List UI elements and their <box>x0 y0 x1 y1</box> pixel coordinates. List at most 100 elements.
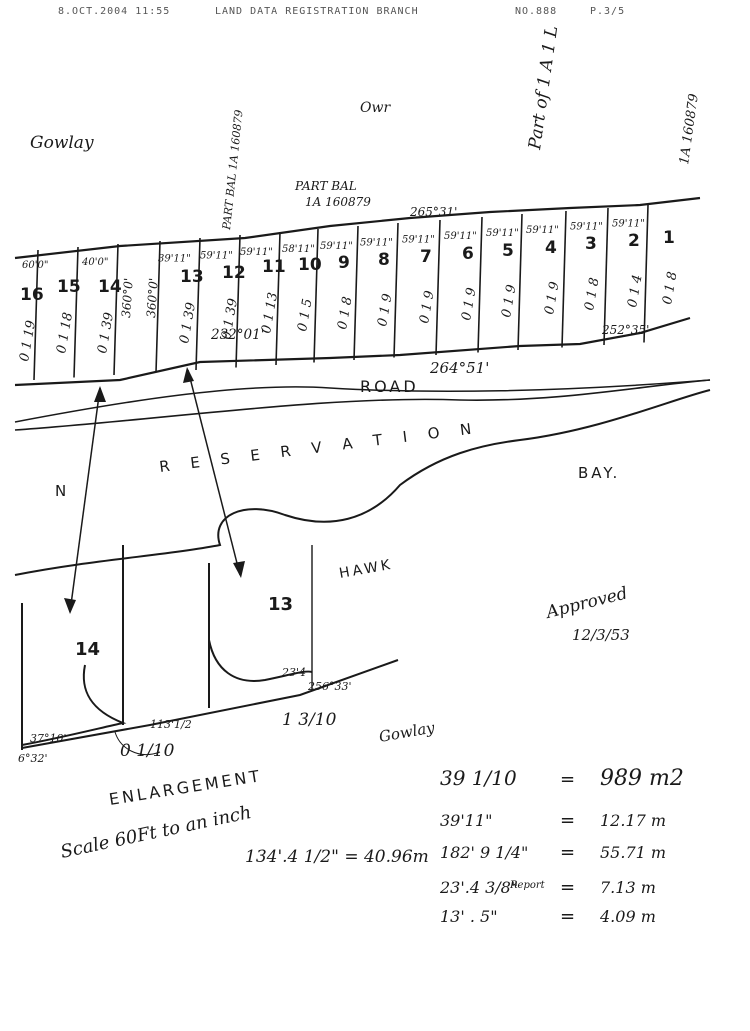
part-bal-ref: 1A 160879 <box>305 195 371 209</box>
fax-number: NO.888 <box>515 6 557 17</box>
calc-line: 23'.4 3/8"=7.13 m <box>439 877 656 898</box>
lot-divider <box>435 219 441 356</box>
lot-number: 15 <box>57 277 81 297</box>
calc-equals: = <box>560 810 575 831</box>
calc-metric: 4.09 m <box>599 907 656 926</box>
calc-imperial: 23'.4 3/8" <box>439 878 518 897</box>
arrowhead-lot-13-top <box>183 367 194 383</box>
calc-line: 13' . 5" = 4.09 m <box>440 906 656 927</box>
lot-number: 11 <box>262 257 286 277</box>
road-bearing-2: 264°51' <box>429 359 489 377</box>
road-centre-line <box>14 379 711 423</box>
lot-divider <box>313 228 319 363</box>
lot-divider <box>477 216 483 353</box>
approved-label: Approved <box>542 583 629 623</box>
calc-imperial: 39 1/10 <box>440 766 517 790</box>
leader-arrow-lot-14 <box>69 387 101 613</box>
lot-divider <box>603 207 609 346</box>
enlargement-lot13-splay <box>208 639 313 682</box>
lot-area: 0 1 5 <box>295 298 316 333</box>
lot-13: 130 1 39 <box>177 267 204 345</box>
lot-area: 0 1 9 <box>542 281 563 316</box>
frontage-label: 59'11" <box>570 222 603 233</box>
scale-label: Scale 60Ft to an inch <box>59 802 254 863</box>
lot-number: 8 <box>378 250 390 270</box>
lot-7: 7 0 1 9 <box>417 247 438 325</box>
lot-area: 0 1 19 <box>17 319 39 362</box>
lot-number: 12 <box>222 263 246 283</box>
lot-number: 6 <box>462 244 474 264</box>
part-bal-vertical: PART BAL 1A 160879 <box>220 109 246 231</box>
enlargement-lot-14-number: 14 <box>75 639 100 660</box>
road-label: ROAD <box>360 377 419 396</box>
lot-divider <box>275 231 281 366</box>
lot-area: 0 1 9 <box>375 293 396 328</box>
frontage-label: 59'11" <box>486 228 519 239</box>
lot-5: 50 1 9 <box>499 241 520 319</box>
enlargement-frontage-line <box>21 659 399 749</box>
conversion-note: 134'.4 1/2" = 40.96m <box>245 847 429 867</box>
enlargement-lot14-bearing: 37°10' <box>30 732 67 745</box>
frontage-label: 39'11" <box>158 254 191 265</box>
depth-label-2: 360°0' <box>144 277 161 318</box>
road-bearing-3: 252°35' <box>601 323 649 337</box>
lot-10: 10 0 1 5 <box>295 255 322 333</box>
part-bal-label: PART BAL <box>294 179 357 193</box>
lot-number: 7 <box>420 247 432 267</box>
enlargement-lot13-bearing: 256°33' <box>307 680 352 693</box>
reservation: R E S E R V A T I O N N BAY. <box>14 389 711 576</box>
reservation-left-fragment: N <box>55 482 66 500</box>
frontage-label: 59'11" <box>320 241 353 252</box>
calc-metric: 7.13 m <box>600 878 656 897</box>
owner-top-label: Owr <box>360 100 391 116</box>
lot-area: 0 1 4 <box>625 274 646 309</box>
lot-divider <box>235 234 241 368</box>
enlargement-lot13-area: 1 3/10 <box>282 710 337 730</box>
lot-divider <box>353 225 359 361</box>
approval-stamp: Approved 12/3/53 Gowlay <box>378 583 630 746</box>
lot-area: 0 1 9 <box>459 287 480 322</box>
lot-area: 0 1 39 <box>177 301 199 344</box>
frontage-label: 59'11" <box>444 231 477 242</box>
enlargement-lot13-frontage: 23'4 <box>281 666 306 679</box>
fax-page: P.3/5 <box>590 6 625 17</box>
lot-area: 0 1 9 <box>417 290 438 325</box>
lot-divider <box>195 237 201 371</box>
signature: Gowlay <box>378 718 437 746</box>
calc-equals: = <box>560 842 575 863</box>
enlargement-lot14-area: 0 1/10 <box>120 741 175 761</box>
lot-number: 1 <box>663 228 675 248</box>
lot-number: 9 <box>338 253 350 273</box>
lot-area: 0 1 18 <box>54 311 76 354</box>
lot-number: 10 <box>298 255 322 275</box>
frontage-label: 40'0" <box>81 257 108 268</box>
lot-area: 0 1 39 <box>219 297 241 340</box>
lot-area: 0 1 9 <box>499 284 520 319</box>
lot-9: 90 1 8 <box>335 253 356 331</box>
enlargement-lot14-frontage: 113'1/2 <box>150 718 192 731</box>
lot-15: 15 0 1 18 <box>54 277 81 355</box>
lot-area: 0 1 13 <box>259 291 281 334</box>
owner-left-label: Gowlay <box>30 133 94 153</box>
calc-line: 39'11" = 12.17 m <box>440 810 666 831</box>
lot-4: 40 1 9 <box>542 238 563 316</box>
lot-divider <box>393 222 399 358</box>
lot-2: 20 1 4 <box>625 231 646 309</box>
leader-arrow-lot-13 <box>187 369 241 576</box>
bay-label: BAY. <box>578 464 620 482</box>
lot-1: 10 1 8 <box>660 228 681 306</box>
lot-12: 12 0 1 39 <box>219 263 246 341</box>
calc-imperial: 13' . 5" <box>440 907 498 926</box>
enlargement-label: ENLARGEMENT <box>108 766 264 809</box>
lot-area: 0 1 8 <box>582 277 603 312</box>
lot-divider <box>561 210 567 348</box>
lot-divider <box>155 240 161 373</box>
calc-metric: 12.17 m <box>600 811 666 830</box>
calc-equals: = <box>560 769 575 790</box>
calc-metric: 55.71 m <box>600 843 666 862</box>
calc-equals: = <box>560 906 575 927</box>
calc-metric: 989 m2 <box>600 766 684 791</box>
rear-boundary <box>14 196 701 260</box>
calc-imperial: 39'11" <box>440 811 492 830</box>
